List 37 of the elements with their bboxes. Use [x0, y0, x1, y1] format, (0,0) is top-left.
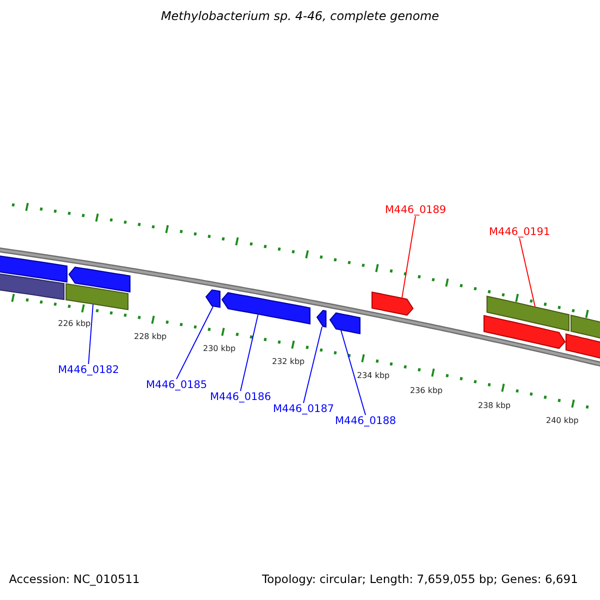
footer-text: Accession: NC_010511 [9, 573, 140, 586]
gene-feature [0, 254, 68, 283]
scale-label: 228 kbp [134, 332, 167, 342]
gene-feature [329, 312, 360, 334]
gene-label: M446_0189 [385, 204, 446, 216]
scale-label: 234 kbp [357, 371, 390, 380]
scale-label: 230 kbp [203, 344, 236, 354]
gene-feature [566, 333, 600, 361]
leader-line [176, 306, 214, 380]
title: Methylobacterium sp. 4-46, complete genome [160, 10, 440, 24]
scale-label: 238 kbp [478, 401, 511, 410]
gene-feature [68, 266, 130, 292]
gene-block [0, 272, 64, 300]
leader-line [88, 304, 94, 364]
gene-block [66, 283, 128, 310]
gene-feature [205, 289, 220, 308]
scale-label: 226 kbp [58, 319, 91, 328]
leader-line [340, 330, 366, 416]
leader-line [240, 314, 258, 392]
gene-feature [221, 292, 310, 324]
gene-feature [316, 310, 326, 328]
footer-text: Topology: circular; Length: 7,659,055 bp; Genes: 6,691 [262, 573, 578, 586]
leader-line [303, 326, 322, 404]
gene-label: M446_0182 [58, 364, 120, 376]
gene-label: M446_0185 [146, 379, 208, 392]
scale-label: 232 kbp [272, 357, 305, 366]
gene-label: M446_0191 [489, 226, 550, 238]
leader-line [402, 216, 416, 298]
gene-label: M446_0188 [335, 415, 396, 428]
gene-feature [372, 291, 414, 316]
gene-label: M446_0186 [210, 391, 272, 404]
gene-feature [484, 314, 566, 349]
scale-label: 240 kbp [546, 416, 579, 426]
scale-label: 236 kbp [410, 386, 443, 396]
leader-line [519, 238, 536, 307]
gene-block [486, 296, 570, 332]
gene-label: M446_0187 [273, 403, 334, 416]
